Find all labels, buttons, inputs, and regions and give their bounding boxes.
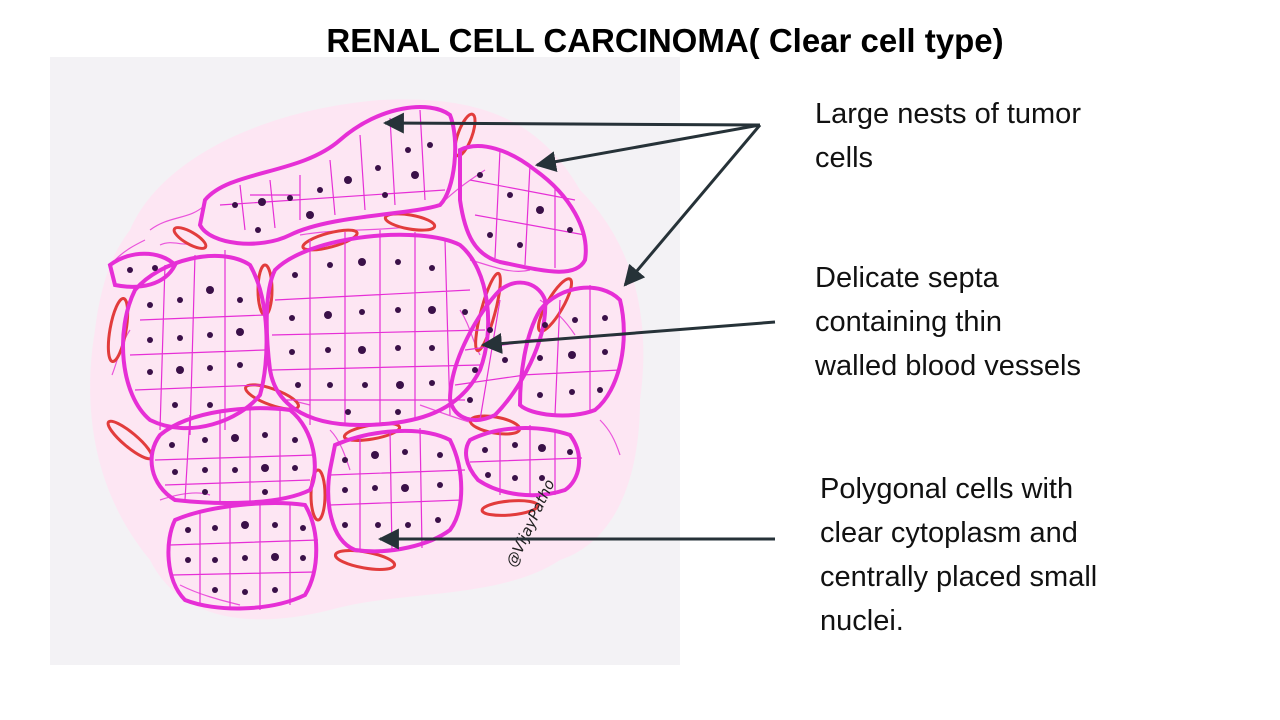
tissue-background	[90, 99, 644, 620]
callout-polygonal-cells: Polygonal cells with clear cytoplasm and…	[820, 473, 1098, 637]
slide-title: RENAL CELL CARCINOMA( Clear cell type)	[326, 22, 1004, 59]
tumor-nest	[517, 285, 626, 418]
septa-arrow	[480, 320, 776, 354]
nuclei	[127, 142, 608, 595]
tumor-nest	[447, 280, 548, 422]
nests-arrow-1	[382, 112, 761, 134]
nests-arrow-3	[623, 124, 762, 287]
callout-delicate-septa: Delicate septa containing thin walled bl…	[815, 262, 1081, 382]
tumor-nest	[458, 144, 588, 274]
callout-tumor-nests: Large nests of tumor cells	[815, 98, 1081, 174]
annotation-arrows	[377, 112, 776, 550]
tumor-nest	[464, 426, 582, 498]
tumor-nest	[197, 105, 458, 246]
nests-arrow-2	[534, 123, 761, 172]
tumor-nest	[326, 428, 464, 554]
tumor-nest	[149, 406, 317, 505]
tumor-nest	[121, 253, 269, 431]
tumor-nest	[107, 251, 178, 289]
